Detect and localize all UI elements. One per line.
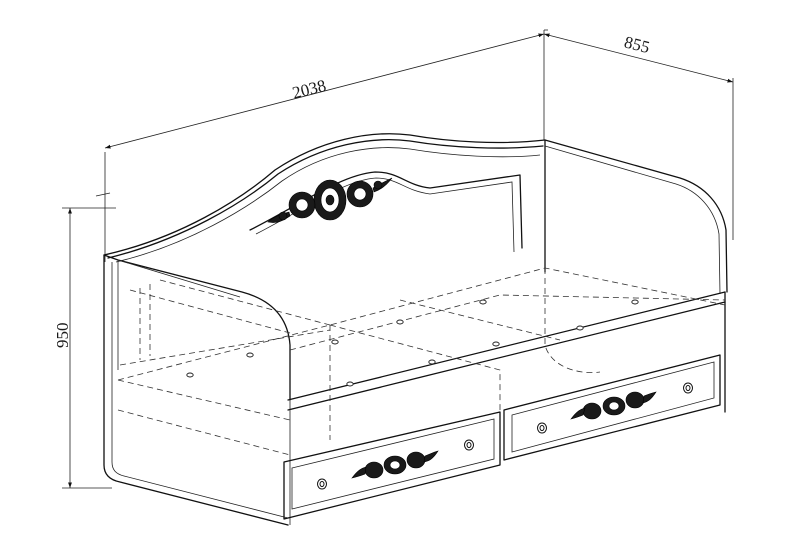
length-dimension-label: 2038 bbox=[290, 76, 328, 103]
left-arm-panel bbox=[103, 254, 291, 526]
height-dimension-label: 950 bbox=[53, 323, 72, 349]
depth-dimension-line bbox=[543, 33, 734, 83]
dimension-lines bbox=[62, 29, 734, 489]
drawer-knob-icon[interactable] bbox=[317, 478, 327, 490]
back-panel-outline bbox=[103, 133, 546, 256]
slat-fasteners bbox=[186, 299, 639, 387]
right-drawer[interactable] bbox=[503, 354, 721, 461]
left-drawer[interactable] bbox=[283, 411, 501, 520]
depth-dimension-label: 855 bbox=[622, 32, 651, 57]
floral-ornament-icon bbox=[267, 177, 393, 223]
drawer-knob-icon[interactable] bbox=[683, 382, 693, 394]
floral-ornament-icon bbox=[570, 391, 657, 420]
right-arm-panel bbox=[544, 139, 728, 293]
floral-ornament-icon bbox=[351, 450, 439, 479]
length-dimension-line bbox=[104, 33, 545, 149]
drawer-knob-icon[interactable] bbox=[464, 439, 474, 451]
drawer-knob-icon[interactable] bbox=[537, 422, 547, 434]
sofa-bed-body bbox=[103, 133, 728, 526]
